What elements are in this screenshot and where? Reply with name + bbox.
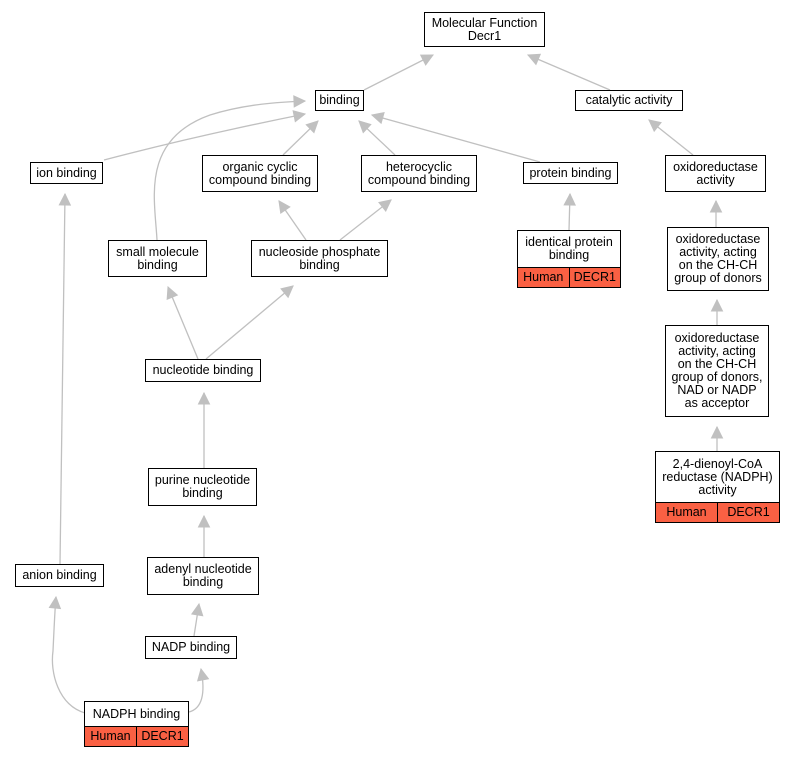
arrowhead-adenyl-nucleotide-binding [190,602,204,617]
edge-nucleotide-binding-to-small-molecule-binding [167,286,199,360]
arrowhead-binding [358,120,372,134]
node-label: nucleotide binding [152,363,254,377]
arrowhead-ion-binding [58,192,72,206]
arrowhead-anion-binding [48,595,62,610]
gene-cell[interactable]: DECR1 [717,503,779,522]
node-label: protein binding [529,165,612,180]
node-oxidoreductase-ch-ch-nadp[interactable]: oxidoreductase activity, acting on the C… [665,325,769,417]
node-oxidoreductase-activity[interactable]: oxidoreductase activity [665,155,766,192]
edge-catalytic-activity-to-molecular-function [527,54,611,91]
node-label: heterocyclic compound binding [367,159,471,187]
edge-protein-binding-to-binding [371,114,541,163]
edge-anion-binding-to-ion-binding [59,193,66,565]
node-dienoyl-coa-reductase[interactable]: 2,4-dienoyl-CoA reductase (NADPH) activi… [655,451,780,523]
node-oxidoreductase-ch-ch[interactable]: oxidoreductase activity, acting on the C… [667,227,769,291]
node-anion-binding[interactable]: anion binding [15,564,104,587]
gene-cell[interactable]: DECR1 [568,268,620,287]
arrowhead-small-molecule-binding [166,285,179,301]
node-nucleotide-binding[interactable]: nucleotide binding [145,359,261,382]
node-label: NADPH binding [92,706,181,721]
node-label: binding [319,93,360,107]
node-label: adenyl nucleotide binding [154,562,252,589]
arrowhead-nadp-binding [196,667,210,682]
node-heterocyclic-compound-binding[interactable]: heterocyclic compound binding [361,155,477,192]
node-label: oxidoreductase activity, acting on the C… [674,232,762,285]
arrowhead-molecular-function [526,53,542,66]
node-label: oxidoreductase activity, acting on the C… [671,331,763,410]
species-cell[interactable]: Human [518,268,569,287]
node-ion-binding[interactable]: ion binding [30,162,103,184]
node-identical-protein-binding[interactable]: identical protein binding Human DECR1 [517,230,621,288]
node-label: anion binding [22,568,97,582]
node-molecular-function[interactable]: Molecular Function Decr1 [424,12,545,47]
edge-small-molecule-binding-to-binding [153,100,306,241]
arrowhead-organic-cyclic-compound-binding [278,200,291,215]
arrowhead-binding [370,112,385,125]
node-label: nucleoside phosphate binding [258,244,381,272]
arrowhead-catalytic-activity [648,119,662,133]
species-cell[interactable]: Human [85,727,136,746]
node-binding[interactable]: binding [315,90,364,111]
node-catalytic-activity[interactable]: catalytic activity [575,90,683,111]
node-nucleoside-phosphate-binding[interactable]: nucleoside phosphate binding [251,240,388,277]
node-label: Molecular Function Decr1 [431,15,538,43]
node-adenyl-nucleotide-binding[interactable]: adenyl nucleotide binding [147,557,259,595]
arrowhead-nucleoside-phosphate-binding [280,285,294,299]
arrowhead-binding [305,120,319,134]
node-purine-nucleotide-binding[interactable]: purine nucleotide binding [148,468,257,506]
arrowhead-binding [292,110,307,123]
gene-cell[interactable]: DECR1 [136,727,188,746]
node-nadp-binding[interactable]: NADP binding [145,636,237,659]
annotation-row: Human DECR1 [656,502,779,522]
species-cell[interactable]: Human [656,503,717,522]
arrowhead-binding [293,95,307,108]
node-label: oxidoreductase activity [673,159,758,187]
node-small-molecule-binding[interactable]: small molecule binding [108,240,207,277]
node-label: ion binding [36,165,97,180]
node-label: catalytic activity [585,93,673,107]
edge-nadph-binding-to-anion-binding [51,596,86,714]
arrowhead-oxidoreductase-ch-ch [710,298,724,312]
node-protein-binding[interactable]: protein binding [523,162,618,184]
arrowhead-molecular-function [419,54,434,66]
arrowhead-protein-binding [563,192,576,206]
edge-binding-to-molecular-function [363,54,434,91]
annotation-row: Human DECR1 [85,726,188,746]
arrowhead-purine-nucleotide-binding [197,514,211,528]
edge-nucleotide-binding-to-nucleoside-phosphate-binding [205,285,294,360]
node-label: organic cyclic compound binding [208,159,312,187]
node-label: 2,4-dienoyl-CoA reductase (NADPH) activi… [662,456,773,497]
node-label: purine nucleotide binding [154,473,251,500]
node-label: NADP binding [151,640,231,654]
node-nadph-binding[interactable]: NADPH binding Human DECR1 [84,701,189,747]
node-label: small molecule binding [116,244,199,272]
arrowhead-nucleotide-binding [197,391,211,405]
node-organic-cyclic-compound-binding[interactable]: organic cyclic compound binding [202,155,318,192]
node-label: identical protein binding [525,235,613,262]
edge-ion-binding-to-binding [103,113,306,161]
annotation-row: Human DECR1 [518,267,620,287]
arrowhead-heterocyclic-compound-binding [378,199,392,213]
arrowhead-oxidoreductase-activity [709,199,723,213]
arrowhead-oxidoreductase-ch-ch-nadp [710,425,724,439]
